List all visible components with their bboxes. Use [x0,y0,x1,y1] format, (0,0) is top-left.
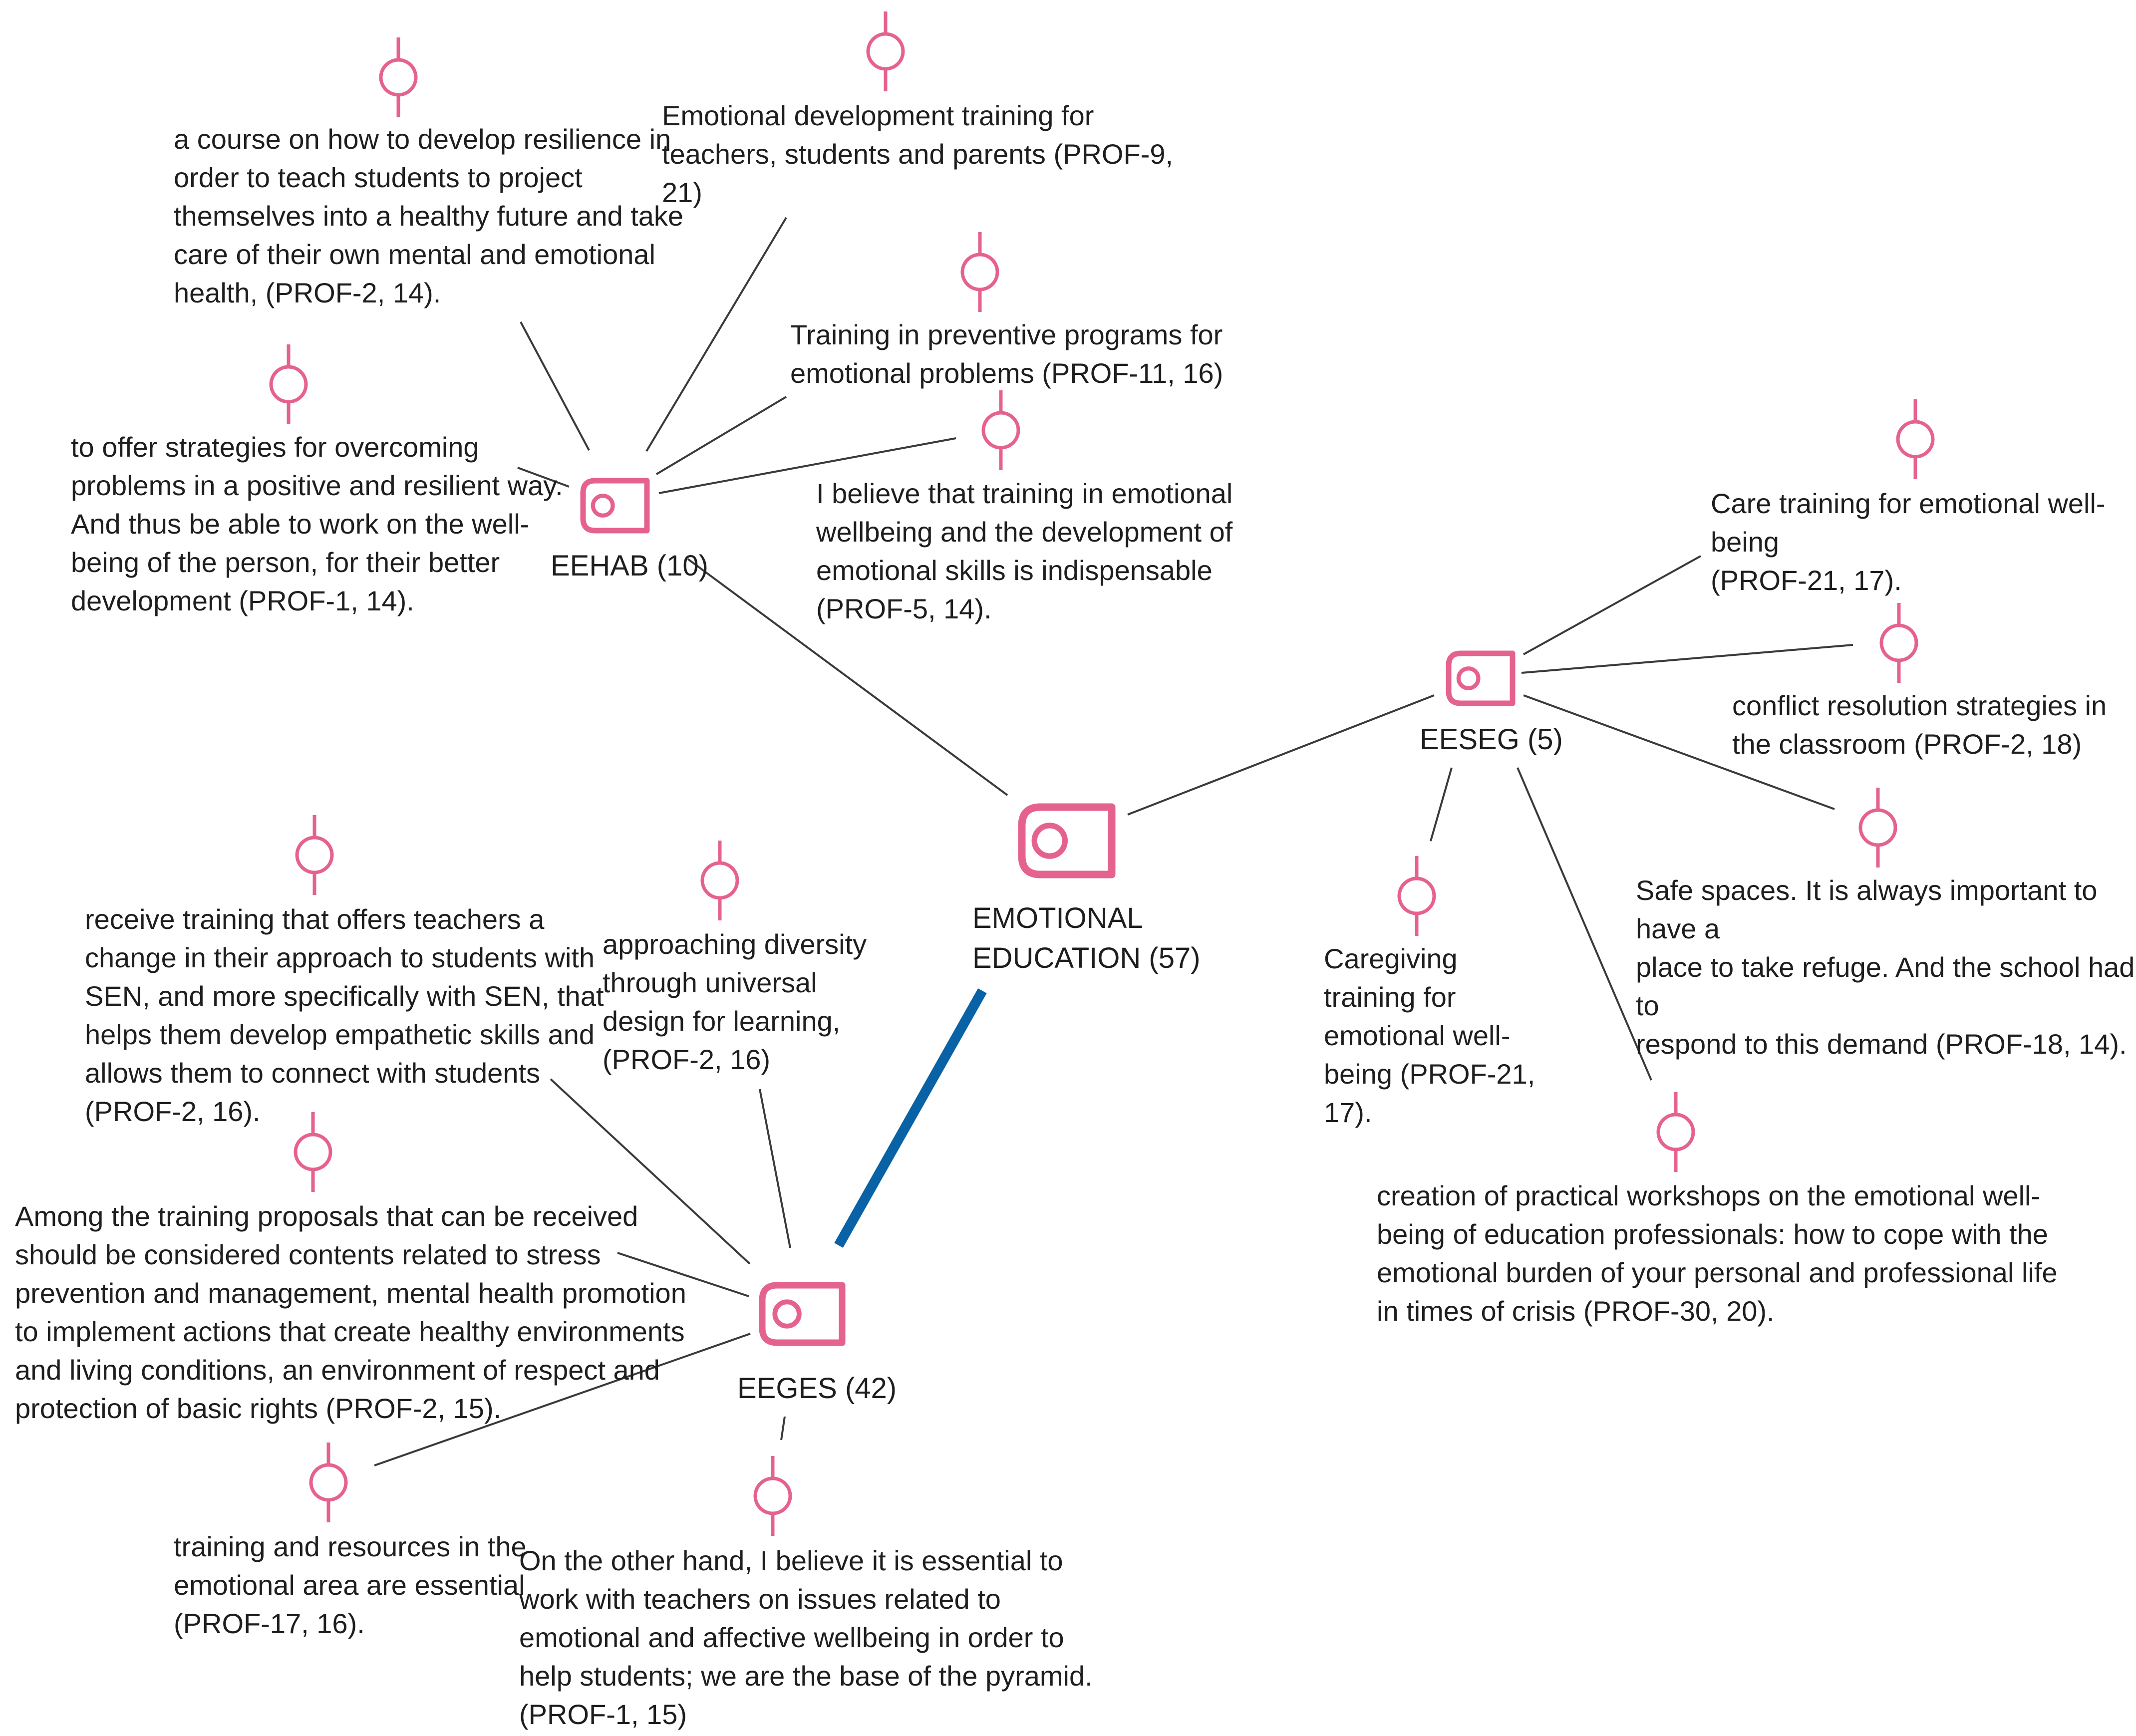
quote-eeseg-workshops: creation of practical workshops on the e… [1377,1180,2058,1327]
quote-icon-conflict [1879,603,1918,683]
quote-eeges-pyramid: On the other hand, I believe it is essen… [519,1545,1093,1730]
link-eehab-strategies [517,467,570,488]
code-label-eeseg: EESEG (5) [1420,723,1563,756]
link-eehab-preventive [655,396,787,475]
quote-eehab-indispensable: I believe that training in emotional wel… [816,478,1233,624]
quote-eeseg-safe: Safe spaces. It is always important to h… [1636,874,2135,1060]
link-eeseg-workshops [1517,767,1652,1081]
quote-icon-preventive [960,232,999,312]
quote-icon-care [1896,399,1935,479]
quote-icon-resilience [379,37,418,117]
link-eeseg-safe [1523,694,1835,810]
link-eeseg-conflict [1521,644,1853,674]
quote-eeseg-care: Care training for emotional well-being (… [1711,488,2106,596]
link-eehab-resilience [520,321,590,451]
code-icon-emotional-education [1018,803,1116,878]
quote-eeges-stress: Among the training proposals that can be… [15,1200,686,1424]
quote-icon-diversity [700,841,739,920]
code-label-emotional-education: EMOTIONAL EDUCATION (57) [972,902,1201,974]
code-icon-eeges [759,1282,846,1346]
quote-eeges-resources: training and resources in the emotional … [174,1531,527,1639]
quote-icon-stress [294,1112,332,1192]
quote-eeges-sen: receive training that offers teachers a … [85,903,604,1127]
quote-icon-safe [1858,788,1897,868]
code-label-eehab: EEHAB (10) [551,550,708,582]
link-eeges-diversity [759,1089,791,1248]
link-eeges-resources [374,1333,751,1466]
link-root-eeges [834,988,987,1248]
quote-eehab-development: Emotional development training for teach… [662,100,1174,208]
link-eeseg-caregiving [1430,767,1453,842]
code-label-eeges: EEGES (42) [737,1372,897,1405]
quote-eeseg-conflict: conflict resolution strategies in the cl… [1732,690,2107,760]
quote-eeseg-caregiving: Caregiving training for emotional well- … [1324,943,1535,1128]
link-eehab-development [645,217,787,452]
link-eeges-stress [617,1252,749,1297]
link-root-eeseg [1127,694,1435,816]
quote-icon-strategies [269,344,308,424]
quote-icon-resources [309,1443,348,1522]
quote-icon-pyramid [753,1456,792,1536]
quote-icon-sen [295,815,334,895]
link-eeseg-care [1523,555,1701,655]
link-eeges-pyramid [780,1416,786,1441]
code-icon-eeseg [1446,650,1516,706]
quote-eehab-strategies: to offer strategies for overcoming probl… [71,431,563,616]
code-icon-eehab [580,478,650,534]
link-eeges-sen [550,1078,751,1265]
quote-eehab-resilience: a course on how to develop resilience in… [174,123,684,308]
quote-icon-indispensable [981,390,1020,470]
quote-icon-caregiving [1397,856,1436,936]
quote-icon-workshops [1656,1092,1695,1172]
link-eehab-indispensable [658,437,956,494]
quote-icon-development [866,11,905,91]
link-root-eehab [687,558,1008,796]
quote-eehab-preventive: Training in preventive programs for emot… [790,319,1223,389]
quote-eeges-diversity: approaching diversity through universal … [603,928,867,1075]
